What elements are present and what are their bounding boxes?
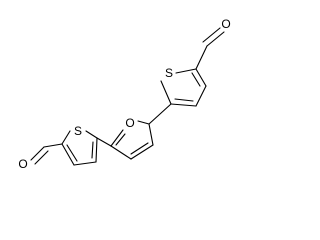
top-thiophene-bond-1 xyxy=(175,68,197,74)
bottom-thiophene-bond-5 xyxy=(95,137,98,163)
top-thiophene-sulfur: S xyxy=(163,66,175,80)
top-aldehyde-c-o-bond-a xyxy=(206,31,225,47)
bottom-thiophene-bond-3 xyxy=(61,143,75,166)
furan-ring xyxy=(110,120,154,160)
bottom-aldehyde-c-o-bond-b xyxy=(34,150,49,165)
furan-bond-5 xyxy=(137,120,150,125)
bottom-thiophene-bond-3-inner xyxy=(66,144,78,162)
top-thiophene-ring xyxy=(160,68,207,107)
top-aldehyde-c-o-bond-b xyxy=(202,27,221,43)
furan-oxygen: O xyxy=(124,116,136,130)
atom-label-o-bottom: O xyxy=(18,157,27,171)
bottom-aldehyde-c-c-bond xyxy=(43,143,63,148)
top-thiophene-bond-4 xyxy=(195,85,207,107)
bottom-thiophene-bond-2 xyxy=(61,130,71,145)
top-thiophene-bond-2 xyxy=(160,80,172,105)
top-aldehyde-c-c-bond xyxy=(195,45,208,70)
structure-diagram: O S O S O xyxy=(17,17,232,171)
furan-bond-4 xyxy=(110,129,124,147)
top-thiophene-bond-5-inner xyxy=(191,72,201,87)
bottom-thiophene-sulfur: S xyxy=(72,124,84,138)
bottom-aldehyde-oxygen: O xyxy=(17,157,29,171)
furan-thiophene-link-bond xyxy=(96,137,112,147)
bottom-thiophene-bond-1 xyxy=(85,130,98,139)
furan-bond-2 xyxy=(130,144,154,160)
bottom-thiophene-bond-5-inner xyxy=(91,141,94,159)
furan-bond-4-inner xyxy=(115,133,126,146)
furan-bond-3 xyxy=(110,145,132,160)
top-aldehyde-oxygen: O xyxy=(221,17,232,31)
bottom-thiophene-bond-4 xyxy=(73,161,97,166)
furan-bond-2-inner xyxy=(130,142,149,155)
top-thiophene-bond-5 xyxy=(195,68,207,87)
top-thiophene-bond-3-inner xyxy=(174,98,194,102)
atom-label-o-furan: O xyxy=(125,116,134,130)
atom-label-s-bottom: S xyxy=(74,124,82,138)
atom-label-o-top: O xyxy=(221,17,230,31)
thiophene-furan-link-bond xyxy=(148,103,172,125)
bottom-aldehyde-group xyxy=(30,143,63,165)
bottom-aldehyde-c-o-bond-a xyxy=(30,146,45,161)
top-thiophene-bond-3 xyxy=(170,103,197,107)
bottom-thiophene-ring xyxy=(61,130,98,166)
atom-label-s-top: S xyxy=(165,66,173,80)
top-aldehyde-group xyxy=(195,27,225,70)
furan-bond-1 xyxy=(148,123,154,146)
atom-labels: O S O S O xyxy=(17,17,232,171)
